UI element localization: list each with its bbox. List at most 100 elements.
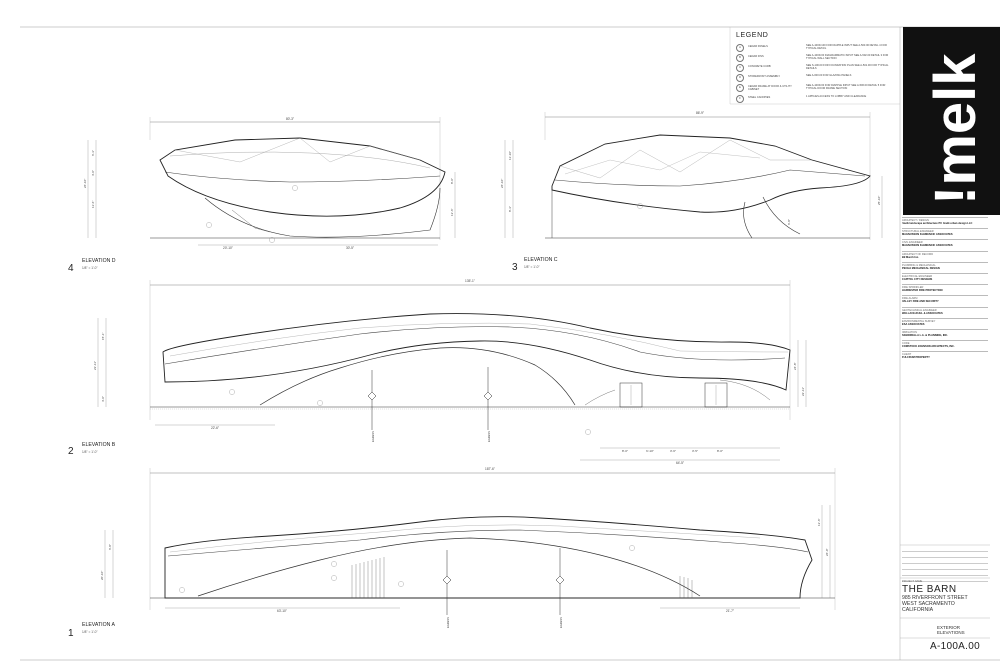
elevation-d-number: 4 [68, 263, 74, 274]
elevation-c-number: 3 [512, 262, 518, 273]
dim-b-h2: 15'-1" [101, 332, 105, 340]
elevation-a-number: 1 [68, 628, 74, 639]
svg-text:EGRESS: EGRESS [446, 617, 450, 628]
egress-tag-b2: EGRESS [483, 367, 493, 442]
revision-row [902, 570, 988, 576]
dim-c-h4: 8'-3" [508, 206, 512, 212]
sheet-number: A-100A.00 [930, 641, 980, 652]
dim-a-h: 20'-10" [100, 571, 104, 580]
dim-c-h5: 6'-8" [787, 219, 791, 225]
dim-d-overall: 80'-3" [286, 117, 294, 121]
project-label: PROJECT NAME [902, 580, 923, 583]
dim-b-b: 64'-5" [676, 461, 684, 465]
dim-c-h2: 25'-10" [877, 196, 881, 205]
dim-a-overall: 187'-6" [485, 467, 495, 471]
project-address-1: 985 RIVERFRONT STREET [902, 595, 968, 601]
dim-c-overall: 86'-9" [696, 111, 704, 115]
dim-a-b: 21'-7" [726, 609, 734, 613]
dim-d-h2: 13'-6" [450, 208, 454, 216]
dim-b-h: 23'-11" [93, 361, 97, 370]
dim-d-a: 20'-10" [223, 246, 233, 250]
dim-a-a: 63'-10" [277, 609, 287, 613]
dim-d-h4: 6'-3" [91, 150, 95, 156]
dim-b-h5: 4'-0" [101, 396, 105, 402]
project-address-3: CALIFORNIA [902, 607, 934, 613]
dim-b-h3: 24'-8" [793, 362, 797, 370]
egress-tag-a2: EGRESS [555, 548, 565, 628]
legend-title: LEGEND [736, 32, 769, 39]
project-name: THE BARN [902, 584, 957, 595]
elevation-d-title: ELEVATION D [82, 258, 116, 264]
dim-b-s1: 8'-0" [622, 449, 628, 453]
dim-b-s5: 8'-0" [717, 449, 723, 453]
revision-row [902, 552, 988, 558]
elevation-a: 187'-6" 63'-10" 21'-7" 20'-10" 6'-8" 26'… [68, 467, 836, 639]
dim-b-s2: 6'-10" [646, 449, 654, 453]
elevation-b: 135'-1" 22'-6" 64'-5" 8'-0" 6'-10" 3'-6"… [68, 279, 807, 465]
svg-text:EGRESS: EGRESS [559, 617, 563, 628]
consultant-entry: ARCHITECT / DESIGN!melk landscape archit… [902, 217, 988, 228]
revision-table [902, 546, 988, 582]
elevation-c-title: ELEVATION C [524, 257, 558, 263]
revision-row [902, 558, 988, 564]
elevation-d-scale: 1/8" = 1'-0" [82, 266, 98, 270]
elevation-b-scale: 1/8" = 1'-0" [82, 450, 98, 454]
elevation-a-title: ELEVATION A [82, 622, 115, 628]
dim-c-h3: 11'-10" [508, 151, 512, 160]
elevation-c: 86'-9" 26'-10" 11'-10" 8'-3" 25'-10" 6'-… [500, 111, 883, 273]
project-info: PROJECT NAME THE BARN 985 RIVERFRONT STR… [902, 580, 988, 613]
revision-row [902, 546, 988, 552]
egress-tag-b1: EGRESS [367, 370, 377, 442]
dim-d-h: 26'-10" [83, 179, 87, 188]
dim-d-h3: 4'-0" [91, 170, 95, 176]
logo-text: !melk [923, 53, 988, 205]
dim-c-h: 26'-10" [500, 179, 504, 188]
elevation-d: 80'-3" 20'-10" 30'-5" 26'-10" 6'-3" 4'-0… [68, 117, 456, 274]
dim-a-h2: 13'-6" [817, 518, 821, 526]
dim-b-s4: 3'-5" [692, 449, 698, 453]
svg-text:EGRESS: EGRESS [371, 431, 375, 442]
sheet-title: EXTERIOR ELEVATIONS [937, 625, 965, 635]
dim-a-h4: 6'-8" [108, 544, 112, 550]
consultant-list: ARCHITECT / DESIGN!melk landscape archit… [902, 217, 988, 362]
egress-tag-a1: EGRESS [442, 550, 452, 628]
dim-d-h6: 8'-0" [450, 178, 454, 184]
elevation-b-number: 2 [68, 446, 74, 457]
dim-b-h4: 22'-11" [801, 387, 805, 396]
elevation-c-scale: 1/8" = 1'-0" [524, 265, 540, 269]
elevation-b-title: ELEVATION B [82, 442, 116, 448]
dim-b-s3: 3'-6" [670, 449, 676, 453]
svg-text:EGRESS: EGRESS [487, 431, 491, 442]
dim-b-overall: 135'-1" [465, 279, 475, 283]
logo-block [903, 27, 1000, 215]
project-address-2: WEST SACRAMENTO [902, 601, 955, 607]
dim-b-a: 22'-6" [211, 426, 219, 430]
dim-d-h5: 11'-6" [91, 201, 95, 208]
elevation-a-scale: 1/8" = 1'-0" [82, 630, 98, 634]
revision-row [902, 576, 988, 582]
dim-a-h3: 26'-0" [825, 548, 829, 556]
revision-row [902, 564, 988, 570]
dim-d-b: 30'-5" [346, 246, 354, 250]
